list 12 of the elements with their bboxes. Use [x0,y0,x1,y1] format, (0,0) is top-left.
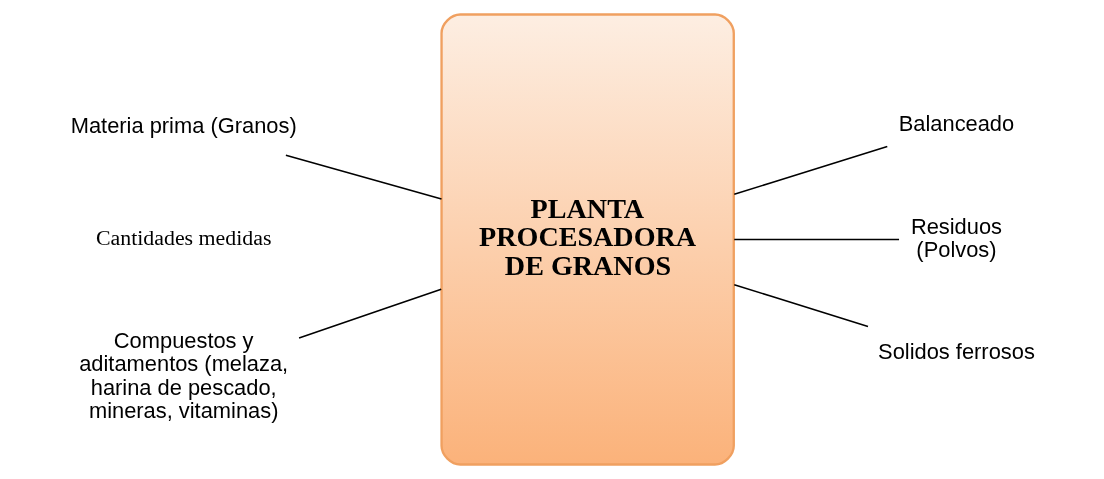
node-text: Residuos (Polvos) [910,213,1002,262]
node-box: PLANTA PROCESADORA DE GRANOS [439,13,735,466]
connector [733,284,869,328]
node-text: Compuestos y aditamentos (melaza, harina de pescado, mineras, vitaminas) [78,327,288,423]
label: Cantidades medidas [95,226,271,251]
connector [284,154,442,200]
node-text: Solidos ferrosos [877,339,1035,365]
connector [733,145,888,195]
connector [733,238,900,241]
node-text: Balanceado [898,111,1014,137]
node-text: Materia prima (Granos) [70,112,297,138]
connector [297,288,442,339]
